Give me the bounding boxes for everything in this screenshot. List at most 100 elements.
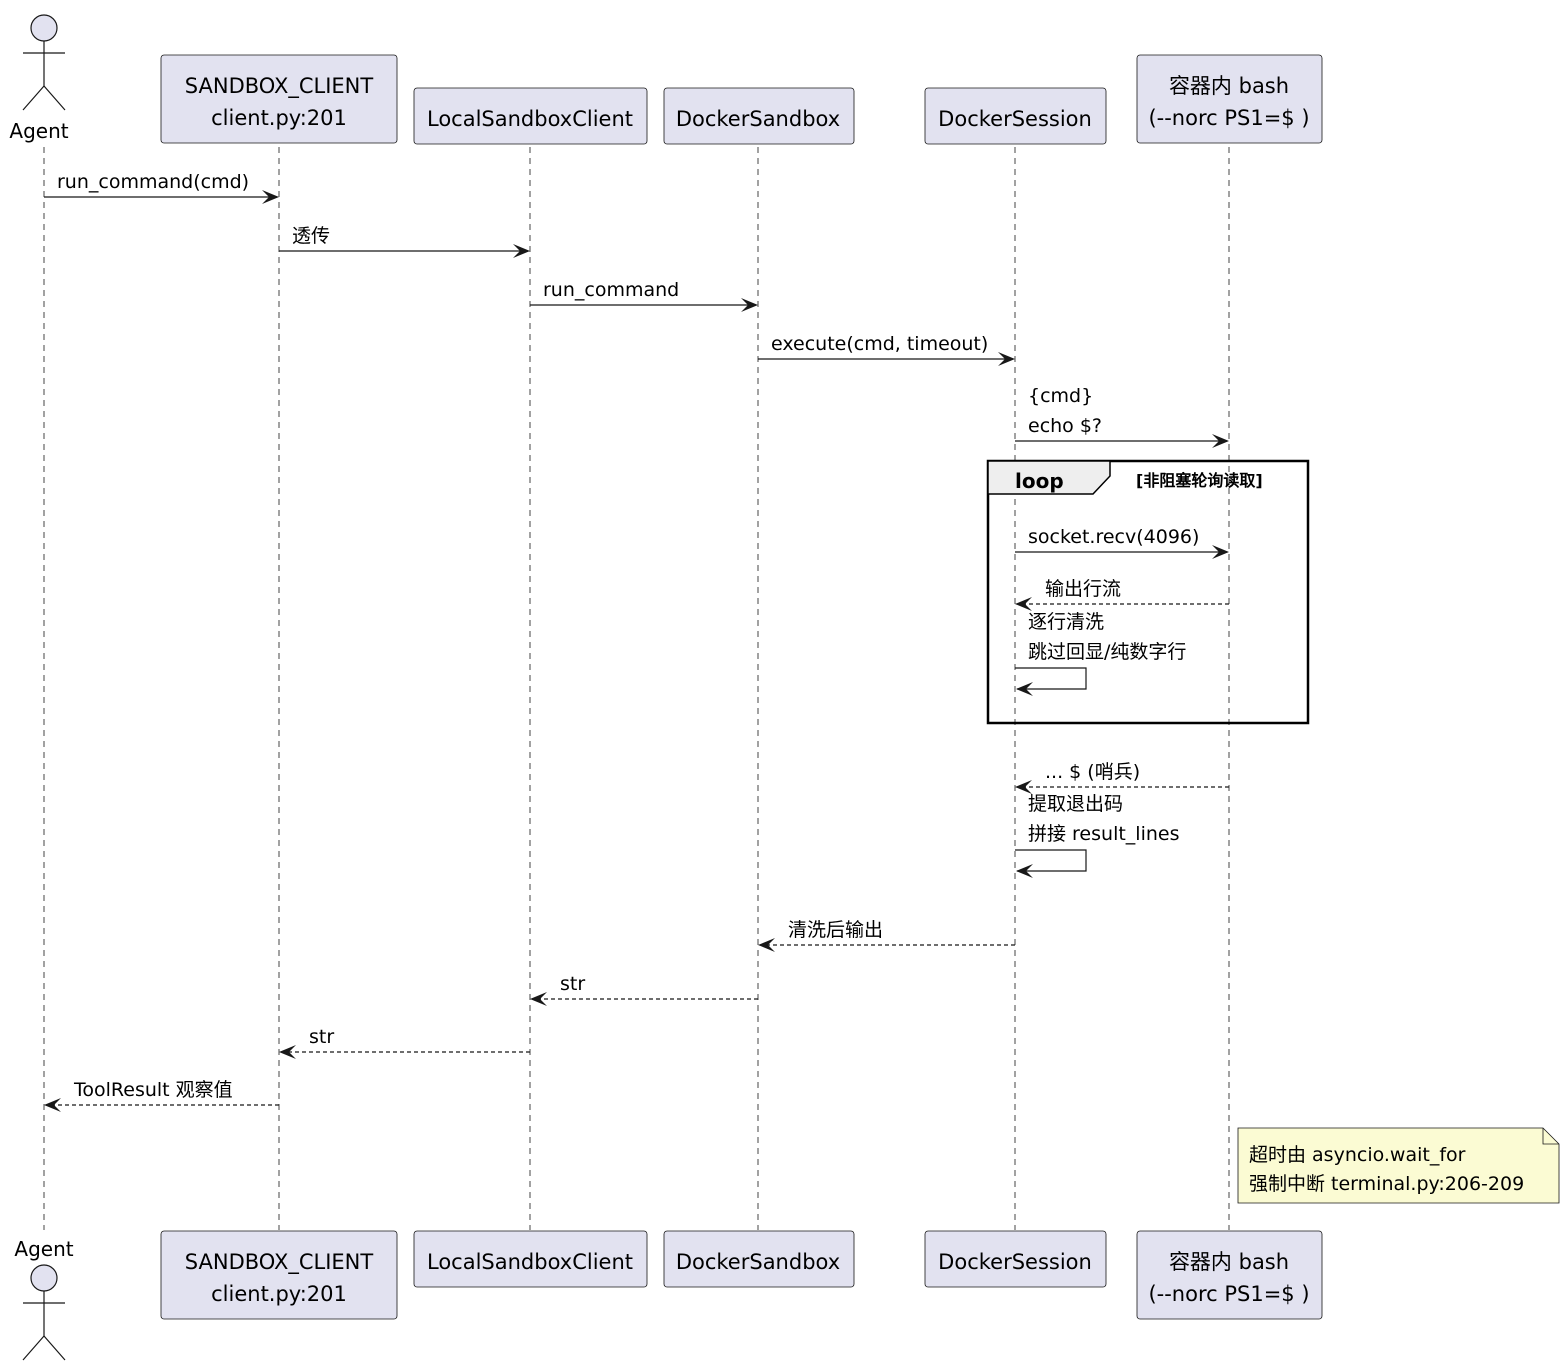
arrowhead: [530, 992, 547, 1006]
self-arrow: [1015, 849, 1087, 872]
loop-frame-tab: [987, 460, 1111, 495]
participant-local_client-top: LocalSandboxClient: [413, 87, 648, 145]
actor-agent-bottom: Agent: [14, 1237, 74, 1361]
message-label: 逐行清洗: [1028, 611, 1104, 633]
message-11: 清洗后输出: [758, 919, 1015, 952]
message-label: 提取退出码: [1028, 793, 1123, 815]
message-label: execute(cmd, timeout): [771, 333, 988, 355]
actor-agent-top: Agent: [9, 14, 69, 143]
arrowhead: [998, 352, 1015, 366]
lifelines: [43, 147, 1230, 1230]
participant-box: [663, 1230, 855, 1288]
actor-label: Agent: [14, 1237, 73, 1261]
participant-box: [924, 87, 1107, 145]
note-text: 超时由 asyncio.wait_for: [1249, 1144, 1466, 1166]
arrowhead: [1016, 682, 1033, 696]
message-label: 输出行流: [1045, 578, 1121, 600]
message-label: {cmd}: [1028, 385, 1093, 407]
participant-box: [663, 87, 855, 145]
actor-legs: [22, 85, 66, 111]
message-13: str: [279, 1026, 530, 1059]
message-14: ToolResult 观察值: [44, 1079, 279, 1112]
participant-bash-top: 容器内 bash (--norc PS1=$ ): [1136, 54, 1323, 144]
message-label: run_command(cmd): [57, 171, 249, 193]
participant-label: (--norc PS1=$ ): [1148, 1282, 1309, 1306]
arrowhead: [1016, 864, 1033, 878]
participants: AgentAgentSANDBOX_CLIENTclient.py:201SAN…: [9, 14, 1323, 1361]
participant-docker_session-bottom: DockerSession: [924, 1230, 1107, 1288]
message-label: 清洗后输出: [788, 919, 883, 941]
arrowhead: [1015, 597, 1032, 611]
participant-label: DockerSandbox: [676, 1250, 840, 1274]
participant-box: [160, 1230, 398, 1320]
loop-frame-border: [986, 459, 1310, 725]
participant-label: DockerSandbox: [676, 107, 840, 131]
participant-sandbox_client-bottom: SANDBOX_CLIENT client.py:201: [160, 1230, 398, 1320]
participant-docker_sandbox-top: DockerSandbox: [663, 87, 855, 145]
participant-label: client.py:201: [211, 1282, 347, 1306]
messages: run_command(cmd) 透传 run_command execute(cmd…: [44, 171, 1229, 1112]
participant-label: LocalSandboxClient: [427, 107, 633, 131]
participant-label: 容器内 bash: [1169, 1250, 1289, 1274]
message-label: 跳过回显/纯数字行: [1028, 641, 1186, 663]
participant-box: [1136, 1230, 1323, 1320]
message-label: ... $ (哨兵): [1045, 761, 1140, 783]
message-label: str: [309, 1026, 334, 1048]
arrowhead: [1015, 780, 1032, 794]
participant-docker_session-top: DockerSession: [924, 87, 1107, 145]
note: 超时由 asyncio.wait_for 强制中断 terminal.py:206…: [1237, 1127, 1560, 1204]
participant-label: LocalSandboxClient: [427, 1250, 633, 1274]
note-fold: [1542, 1128, 1559, 1145]
participant-label: (--norc PS1=$ ): [1148, 106, 1309, 130]
note-text: 强制中断 terminal.py:206-209: [1249, 1173, 1524, 1195]
arrowhead: [513, 244, 530, 258]
message-6: socket.recv(4096): [1015, 526, 1229, 559]
arrowhead: [262, 190, 279, 204]
participant-label: DockerSession: [938, 1250, 1092, 1274]
message-label: 透传: [292, 225, 330, 247]
message-2: 透传: [279, 225, 530, 258]
participant-label: client.py:201: [211, 106, 347, 130]
message-5: {cmd} echo $?: [1015, 385, 1229, 448]
loop-frame: loop [非阻塞轮询读取]: [986, 459, 1310, 725]
arrowhead: [741, 298, 758, 312]
participant-box: [413, 87, 648, 145]
participant-label: SANDBOX_CLIENT: [185, 1250, 374, 1275]
actor-label: Agent: [9, 119, 68, 143]
participant-box: [1136, 54, 1323, 144]
message-label: ToolResult 观察值: [73, 1079, 233, 1101]
participant-box: [413, 1230, 648, 1288]
loop-label: loop: [1015, 469, 1064, 493]
participant-label: 容器内 bash: [1169, 74, 1289, 98]
self-arrow: [1015, 667, 1087, 690]
message-9: ... $ (哨兵): [1015, 761, 1229, 794]
participant-label: SANDBOX_CLIENT: [185, 74, 374, 99]
participant-local_client-bottom: LocalSandboxClient: [413, 1230, 648, 1288]
message-12: str: [530, 973, 758, 1006]
message-7: 输出行流: [1015, 578, 1229, 611]
message-label: 拼接 result_lines: [1028, 823, 1179, 845]
message-label: str: [560, 973, 585, 995]
loop-condition: [非阻塞轮询读取]: [1136, 471, 1263, 490]
participant-label: DockerSession: [938, 107, 1092, 131]
actor-legs: [22, 1335, 66, 1361]
actor-head: [30, 14, 58, 42]
message-3: run_command: [530, 279, 758, 312]
arrowhead: [1212, 545, 1229, 559]
note-box: [1237, 1127, 1560, 1204]
participant-docker_sandbox-bottom: DockerSandbox: [663, 1230, 855, 1288]
message-label: run_command: [543, 279, 679, 301]
message-label: echo $?: [1028, 415, 1102, 437]
message-1: run_command(cmd): [44, 171, 279, 204]
message-4: execute(cmd, timeout): [758, 333, 1015, 366]
message-label: socket.recv(4096): [1028, 526, 1199, 548]
actor-head: [30, 1264, 58, 1292]
participant-box: [160, 54, 398, 144]
arrowhead: [1212, 434, 1229, 448]
arrowhead: [279, 1045, 296, 1059]
arrowhead: [758, 938, 775, 952]
participant-box: [924, 1230, 1107, 1288]
